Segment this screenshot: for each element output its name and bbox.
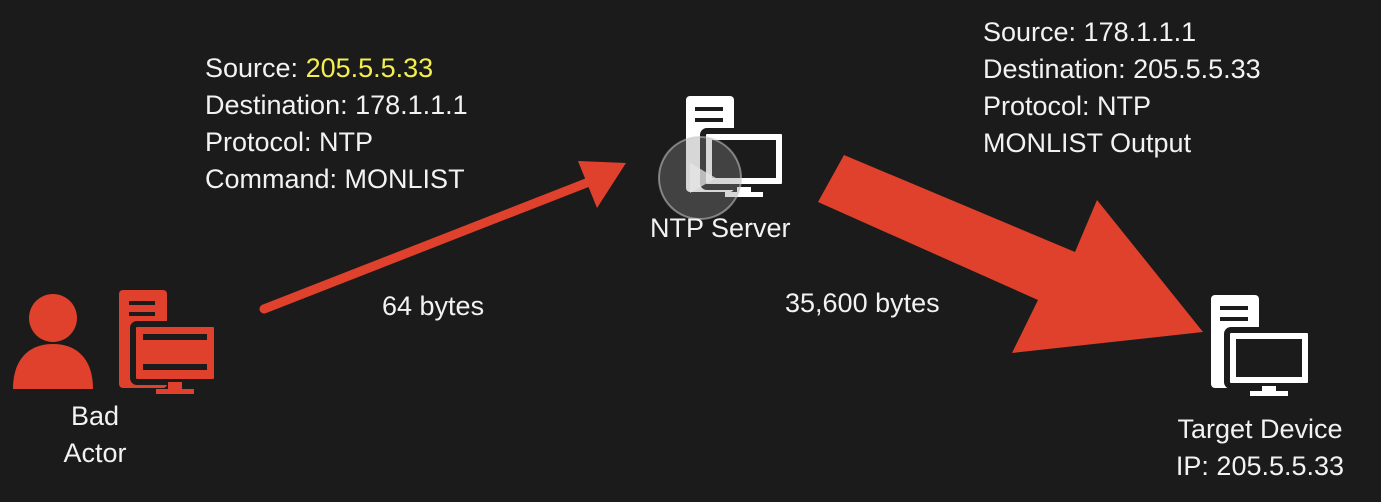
response-size-label: 35,600 bytes [785,288,940,318]
request-source-label: Source: [205,53,299,83]
response-packet-info: Source: 178.1.1.1 Destination: 205.5.5.3… [983,14,1261,162]
response-destination: Destination: 205.5.5.33 [983,54,1261,84]
ntp-server-label: NTP Server [650,213,791,243]
spoofed-source-ip: 205.5.5.33 [305,53,434,83]
request-size-label: 64 bytes [382,291,485,321]
play-button-icon[interactable] [658,136,742,220]
target-device-label: Target Device IP: 205.5.5.33 [1140,411,1380,485]
target-computer-icon [1211,295,1314,396]
bad-actor-label-line1: Bad [70,401,120,431]
request-arrow [259,161,626,314]
target-device-name: Target Device [1177,414,1343,444]
request-source-line: Source: 205.5.5.33 [205,50,468,87]
response-arrow [818,155,1203,353]
person-icon [13,294,93,389]
request-command: Command: MONLIST [205,164,465,194]
request-packet-info: Source: 205.5.5.33 Destination: 178.1.1.… [205,50,468,198]
bad-actor-label: Bad Actor [40,398,150,472]
target-device-ip: IP: 205.5.5.33 [1175,451,1345,481]
response-source: Source: 178.1.1.1 [983,17,1197,47]
response-payload: MONLIST Output [983,128,1192,158]
response-protocol: Protocol: NTP [983,91,1152,121]
bad-actor-label-line2: Actor [63,438,127,468]
attacker-computer-icon [119,290,220,394]
request-destination: Destination: 178.1.1.1 [205,90,468,120]
request-protocol: Protocol: NTP [205,127,374,157]
